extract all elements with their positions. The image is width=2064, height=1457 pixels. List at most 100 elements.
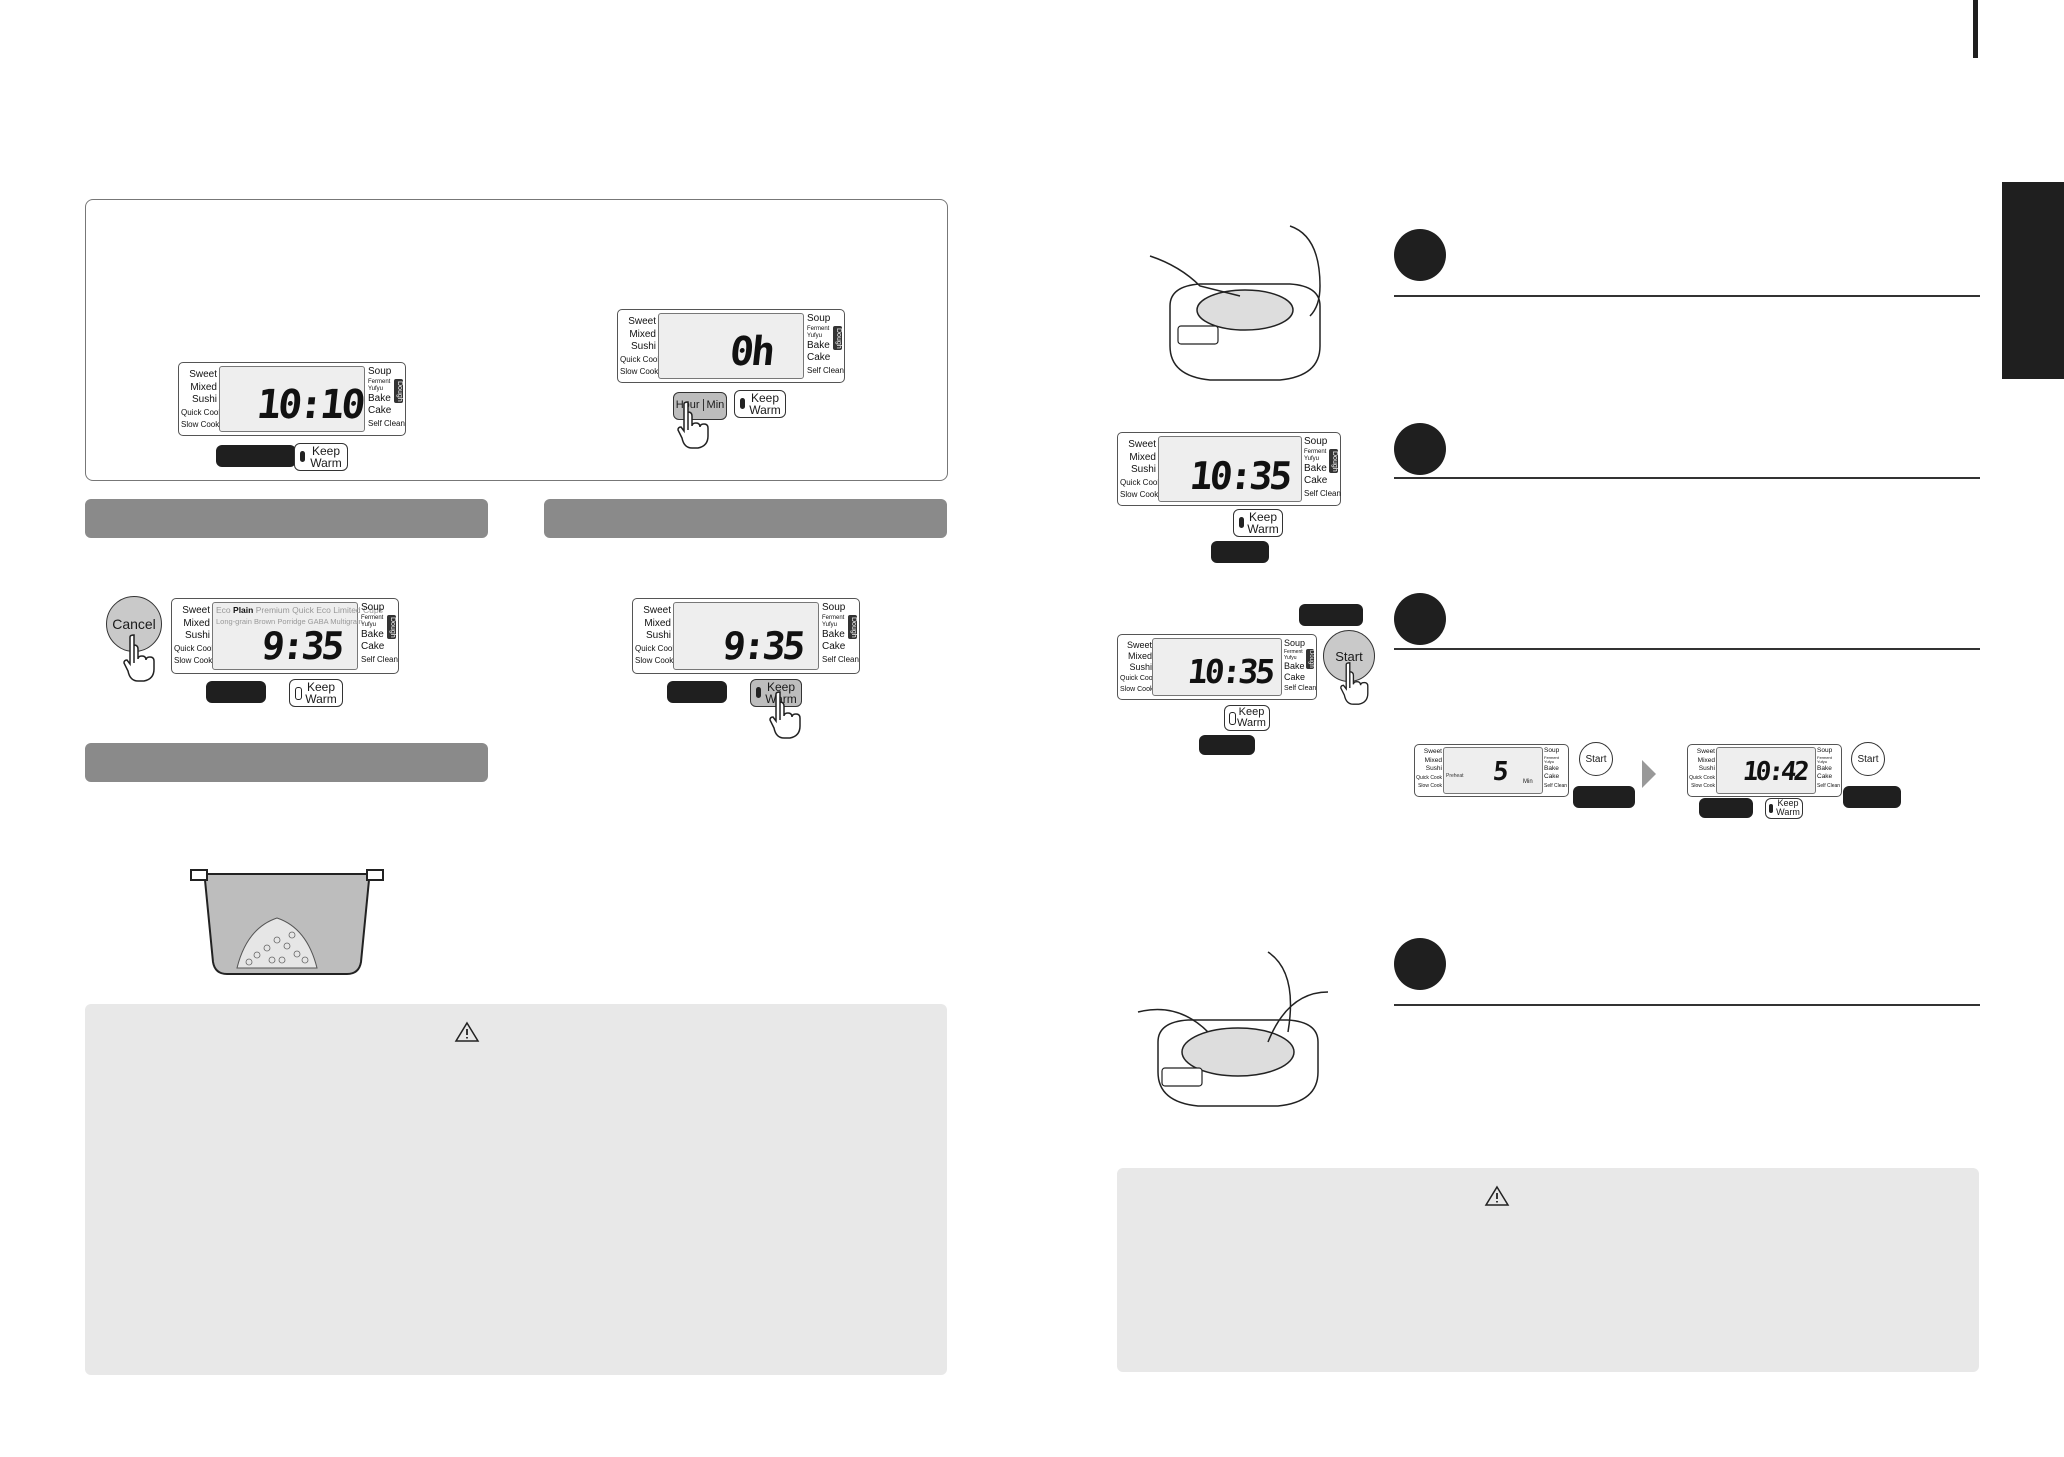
lcd-label: Mixed — [1129, 451, 1156, 463]
lcd-timer-display: 0h — [727, 329, 775, 375]
lcd-label: Yufyu — [1304, 455, 1320, 462]
section-header-bar — [85, 499, 488, 538]
lcd-label: Mixed — [1424, 756, 1442, 764]
start-label: Start — [1335, 648, 1363, 664]
lcd-panel-done: Sweet Mixed Sushi Quick Cook Slow Cook 1… — [1687, 744, 1842, 797]
lcd-label: Sweet — [182, 605, 210, 616]
lcd-label: Quick Cook — [1120, 675, 1157, 682]
redacted-label — [216, 445, 296, 467]
warm-label: Warm — [1776, 807, 1800, 817]
lcd-label: Quick Cook — [1416, 774, 1442, 781]
redacted-label — [1573, 786, 1635, 808]
lcd-min-unit: Min — [1523, 779, 1533, 785]
caution-note-right — [1117, 1168, 1979, 1372]
lcd-label: Yufyu — [1284, 655, 1297, 661]
lcd-label: Soup — [1284, 638, 1306, 648]
lcd-label: Self Clean — [807, 365, 844, 375]
warning-triangle-icon — [1484, 1185, 1510, 1206]
lcd-label: Bake — [807, 339, 830, 351]
dough-tag: Dough — [848, 615, 857, 639]
lcd-label: Sushi — [1129, 662, 1152, 672]
lcd-label: Soup — [361, 602, 385, 613]
step-number-circle — [1394, 938, 1446, 990]
lcd-label: Bake — [822, 628, 845, 640]
lcd-time-display: 10:35 — [1187, 454, 1292, 498]
lcd-label: Slow Cook — [635, 656, 674, 665]
lcd-label: Ferment — [807, 325, 830, 332]
section-header-bar — [544, 499, 947, 538]
lcd-time-display: 10:35 — [1185, 652, 1275, 691]
lcd-label: Cake — [368, 405, 392, 416]
lcd-label: Cake — [1304, 475, 1328, 486]
lcd-panel-cancel: Sweet Mixed Sushi Quick Cook Slow Cook E… — [171, 598, 399, 674]
lcd-panel-timer: Sweet Mixed Sushi Quick Cook Slow Cook 0… — [617, 309, 845, 383]
menu-option: Eco — [316, 605, 331, 615]
lcd-label: Sushi — [630, 341, 656, 352]
warm-label: Warm — [1247, 522, 1279, 536]
warm-label: Warm — [310, 456, 342, 470]
lcd-label: Sushi — [184, 630, 210, 641]
section-header-bar — [85, 743, 488, 782]
lcd-label: Soup — [822, 602, 846, 613]
lcd-label: Bake — [368, 392, 391, 404]
lcd-label: Sushi — [645, 630, 671, 641]
lcd-label: Bake — [1817, 764, 1832, 772]
pointing-hand-icon — [123, 634, 155, 682]
redacted-label — [1199, 735, 1255, 755]
lcd-label: Self Clean — [1304, 488, 1341, 498]
keep-label: Keep — [766, 680, 796, 694]
cancel-button[interactable]: Cancel — [106, 596, 162, 652]
lcd-label: Bake — [1284, 661, 1305, 671]
warm-label: Warm — [765, 692, 797, 706]
lcd-time-display: 10:10 — [254, 382, 365, 428]
step-divider — [1394, 1004, 1980, 1006]
warm-label: Warm — [1237, 717, 1266, 729]
start-button[interactable]: Start — [1579, 742, 1613, 776]
lcd-label: Cake — [361, 641, 385, 652]
lcd-label: Self Clean — [368, 418, 405, 428]
lcd-label: Self Clean — [361, 654, 398, 664]
lcd-label: Ferment — [368, 378, 391, 385]
lcd-label: Quick Cook — [1120, 477, 1162, 487]
lcd-label: Quick Cook — [174, 643, 216, 653]
step-divider — [1394, 477, 1980, 479]
lcd-label: Bake — [1544, 764, 1559, 772]
lcd-label: Sushi — [1425, 765, 1442, 772]
lcd-label: Ferment — [1304, 448, 1327, 455]
lcd-label: Soup — [1304, 436, 1328, 447]
lcd-label: Ferment — [1544, 754, 1559, 760]
lcd-label: Sweet — [1126, 640, 1152, 650]
min-label: Min — [706, 399, 725, 411]
dough-tag: Dough — [1329, 449, 1338, 473]
lcd-label: Quick Cook — [635, 643, 677, 653]
lcd-label: Sweet — [1128, 439, 1156, 450]
menu-option: Brown — [253, 617, 276, 626]
lcd-label: Sushi — [1698, 765, 1715, 772]
lcd-panel-step2: Sweet Mixed Sushi Quick Cook Slow Cook 1… — [1117, 432, 1341, 506]
start-button[interactable]: Start — [1851, 742, 1885, 776]
lcd-label: Sushi — [191, 394, 217, 405]
redacted-label — [1843, 786, 1901, 808]
step-number-circle — [1394, 229, 1446, 281]
lcd-label: Soup — [368, 366, 392, 377]
lcd-label: Cake — [1817, 773, 1833, 780]
step-divider — [1394, 295, 1980, 297]
lcd-label: Yufyu — [1544, 759, 1555, 764]
keep-label: Keep — [750, 391, 780, 405]
lcd-label: Slow Cook — [1120, 686, 1154, 693]
lcd-label: Ferment — [361, 614, 384, 621]
lcd-label: Sweet — [628, 316, 656, 327]
lcd-label: Sweet — [189, 369, 217, 380]
menu-option: GABA — [307, 617, 329, 626]
lcd-label: Soup — [1817, 747, 1833, 754]
lcd-label: Bake — [1304, 462, 1327, 474]
lcd-countdown-display: 5 — [1491, 757, 1508, 787]
lcd-label: Sushi — [1130, 464, 1156, 475]
pointing-hand-icon — [769, 691, 801, 739]
